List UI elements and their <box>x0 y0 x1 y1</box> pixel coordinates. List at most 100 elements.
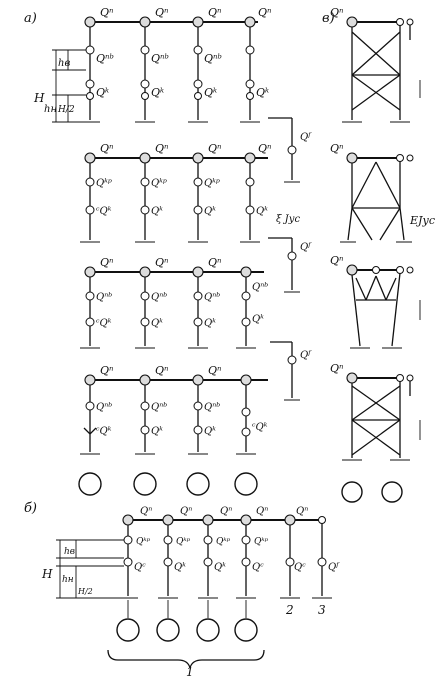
label-Qn: Qⁿ <box>155 6 168 19</box>
panel-label-v: в) <box>322 11 335 26</box>
brace-1 <box>107 649 265 669</box>
label-Qnb: Qⁿᵇ <box>96 292 112 303</box>
label-Qcqk: ᶜQᵏ <box>96 318 112 329</box>
dim-hn: hн <box>44 104 57 115</box>
pile-circle <box>196 618 220 642</box>
column <box>240 152 260 243</box>
dim-hn: hн <box>62 575 74 585</box>
column <box>188 16 208 123</box>
label-Qnb: Qⁿᵇ <box>96 52 114 65</box>
label-Qnb: Qⁿᵇ <box>96 402 112 413</box>
label-Qknb: Qᵏᵖ <box>204 178 220 189</box>
column <box>80 152 100 243</box>
label-Qn: Qⁿ <box>155 142 168 155</box>
side-support-2: Qᶠ <box>268 237 312 293</box>
column-2 <box>280 514 300 599</box>
dim-H: H <box>33 91 45 105</box>
dim-H: H <box>41 567 53 581</box>
label-EJ-a: ξ Jус <box>276 214 300 225</box>
panel-a-row-4: Qⁿ Qⁿ Qⁿ Qⁿᵇ Qⁿᵇ Qⁿᵇ ᶜQᵏ Qᵏ Qᵏ ᶜQᵏ <box>78 364 268 496</box>
label-Qk: Qᵏ <box>252 314 264 325</box>
column <box>78 374 102 496</box>
column <box>196 514 220 642</box>
label-Qk: Qᵏ <box>204 318 216 329</box>
label-Qknb: Qᵏᵖ <box>136 537 151 547</box>
label-Qf: Qᶠ <box>300 350 312 361</box>
label-Qcqk: ᶜQᵏ <box>96 206 112 217</box>
label-Qn: Qⁿ <box>100 256 113 269</box>
pile-circle <box>116 618 140 642</box>
column-3 <box>312 516 332 599</box>
column <box>188 152 208 243</box>
pile-circle <box>156 618 180 642</box>
label-Qk: Qᵏ <box>214 562 226 573</box>
label-Qk: Qᵏ <box>151 426 163 437</box>
column <box>240 16 260 123</box>
dim-hv: hв <box>58 58 70 69</box>
label-Qnb: Qⁿᵇ <box>204 292 220 303</box>
label-Qn: Qⁿ <box>100 142 113 155</box>
label-Qn: Qⁿ <box>208 142 221 155</box>
side-support-3: Qᶠ <box>270 341 312 401</box>
label-Qnb: Qⁿᵇ <box>151 292 167 303</box>
pile-circle <box>133 472 157 496</box>
label-Qc: Qᶜ <box>294 562 306 573</box>
label-Qknb: Qᵏᵖ <box>254 537 269 547</box>
label-Qk: Qᵏ <box>256 86 269 99</box>
column <box>80 16 100 123</box>
label-Qk: Qᵏ <box>96 86 109 99</box>
panel-v-frame-3: Qⁿ <box>330 254 421 349</box>
label-Qknb: Qᵏᵖ <box>151 178 167 189</box>
column <box>135 266 155 349</box>
column <box>186 374 210 496</box>
column <box>188 266 208 349</box>
panel-v-frame-4: Qⁿ <box>330 362 421 503</box>
side-support-1: Qᶠ <box>268 117 312 183</box>
label-Qk: Qᵏ <box>151 86 164 99</box>
pile-circle <box>234 618 258 642</box>
pile-circle <box>381 481 403 503</box>
dim-H2: H/2 <box>77 587 93 596</box>
label-Qk: Qᵏ <box>256 206 268 217</box>
label-EJ: EJус <box>409 214 435 227</box>
label-number-2: 2 <box>285 603 294 617</box>
column <box>116 514 140 642</box>
label-Qnb: Qⁿᵇ <box>252 282 268 293</box>
panel-a-row-1: Qⁿ Qⁿ Qⁿ Qⁿ Qⁿᵇ Qⁿᵇ Qⁿᵇ Qᵏ Qᵏ Qᵏ Qᵏ H hв… <box>33 6 271 123</box>
label-Qn: Qⁿ <box>296 506 308 517</box>
label-Qf: Qᶠ <box>300 132 312 143</box>
label-Qnb: Qⁿᵇ <box>151 402 167 413</box>
pile-circle <box>341 481 363 503</box>
label-Qn: Qⁿ <box>220 506 232 517</box>
label-Qk: Qᵏ <box>151 206 163 217</box>
label-Qk: Qᵏ <box>204 86 217 99</box>
label-Qcqk: ᶜQᵏ <box>96 426 112 437</box>
label-Qn: Qⁿ <box>330 362 343 375</box>
panel-a-row-2: Qⁿ Qⁿ Qⁿ Qⁿ Qᵏᵖ Qᵏᵖ Qᵏᵖ ᶜQᵏ Qᵏ Qᵏ Qᵏ <box>80 142 271 243</box>
label-Qn: Qⁿ <box>100 364 113 377</box>
label-Qn: Qⁿ <box>256 506 268 517</box>
label-Qk: Qᵏ <box>151 318 163 329</box>
pile-circle <box>234 472 258 496</box>
column <box>135 16 155 123</box>
label-Qf: Qᶠ <box>300 242 312 253</box>
panel-label-a: а) <box>24 11 37 26</box>
column <box>234 374 258 496</box>
label-Qn: Qⁿ <box>208 256 221 269</box>
label-Qf: Qᶠ <box>328 562 340 573</box>
pile-circle <box>186 472 210 496</box>
label-Qnb: Qⁿᵇ <box>204 52 222 65</box>
label-Qn: Qⁿ <box>208 6 221 19</box>
label-Qn: Qⁿ <box>330 142 343 155</box>
label-Qknb: Qᵏᵖ <box>176 537 191 547</box>
label-Qn: Qⁿ <box>155 256 168 269</box>
label-Qc: Qᶜ <box>134 562 146 573</box>
label-Qnb: Qⁿᵇ <box>204 402 220 413</box>
column <box>156 514 180 642</box>
label-Qc: Qᶜ <box>252 562 264 573</box>
label-Qn: Qⁿ <box>208 364 221 377</box>
panel-v-frame-1: Qⁿ <box>330 6 421 123</box>
column <box>135 152 155 243</box>
label-Qk: Qᵏ <box>204 426 216 437</box>
label-Qn: Qⁿ <box>330 6 343 19</box>
